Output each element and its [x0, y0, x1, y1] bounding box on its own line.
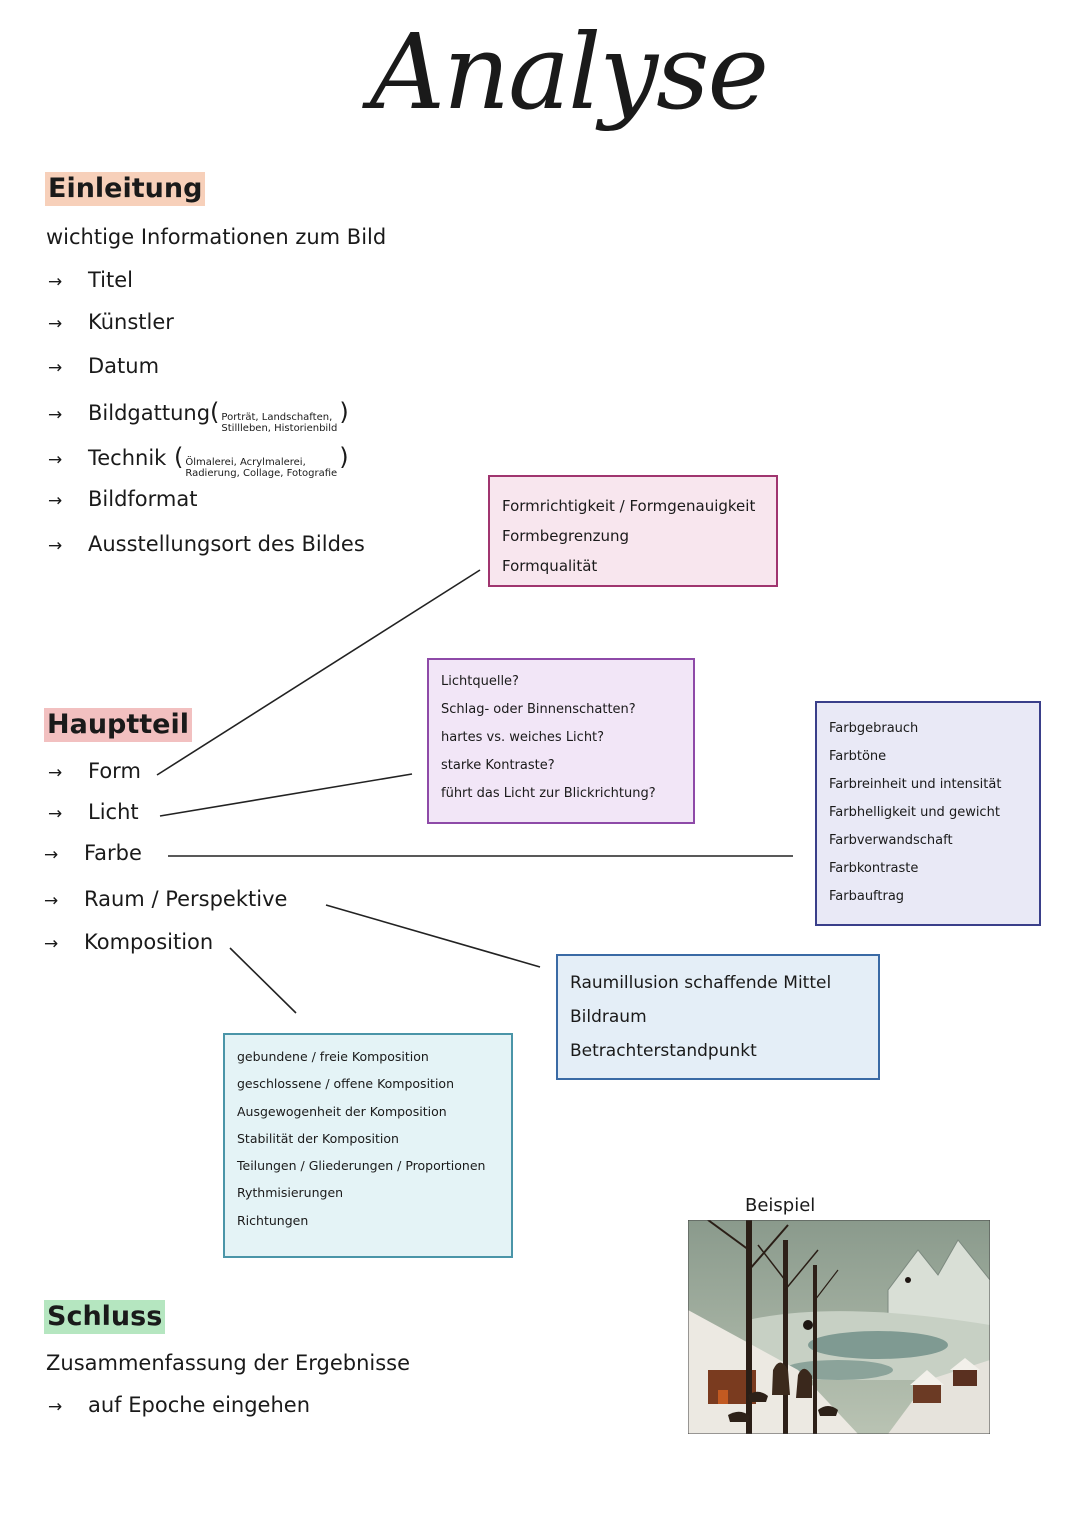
- list-item: → Raum / Perspektive: [44, 886, 287, 913]
- box-licht: Lichtquelle? Schlag- oder Binnenschatten…: [427, 658, 695, 824]
- list-item: → Technik ( Ölmalerei, Acrylmalerei, Rad…: [48, 443, 349, 479]
- item-label: Datum: [88, 354, 160, 378]
- heading-einleitung: Einleitung: [45, 172, 206, 206]
- arrow-icon: →: [48, 491, 63, 511]
- list-item: → Ausstellungsort des Bildes: [48, 531, 365, 558]
- item-label: Licht: [88, 800, 139, 824]
- connector-form: [156, 569, 481, 776]
- box-line: Bildraum: [570, 1007, 647, 1027]
- item-label: Titel: [88, 268, 134, 292]
- box-line: Richtungen: [237, 1212, 309, 1228]
- item-label: auf Epoche eingehen: [88, 1393, 310, 1417]
- item-label: Künstler: [88, 310, 174, 334]
- arrow-icon: →: [48, 450, 63, 470]
- list-item: → Form: [48, 758, 141, 785]
- box-line: geschlossene / offene Komposition: [237, 1076, 454, 1092]
- list-item: → Titel: [48, 267, 133, 294]
- item-label: Ausstellungsort des Bildes: [88, 532, 365, 556]
- arrow-icon: →: [48, 1397, 63, 1417]
- item-label: Technik: [88, 446, 167, 470]
- arrow-icon: →: [44, 934, 59, 954]
- box-line: Formrichtigkeit / Formgenauigkeit: [502, 497, 756, 515]
- box-line: führt das Licht zur Blickrichtung?: [441, 786, 656, 801]
- list-item: → Datum: [48, 353, 159, 380]
- box-line: Raumillusion schaffende Mittel: [570, 973, 832, 993]
- box-line: gebundene / freie Komposition: [237, 1049, 429, 1064]
- item-note: Porträt, Landschaften, Stillleben, Histo…: [221, 412, 338, 434]
- box-line: Schlag- oder Binnenschatten?: [441, 702, 636, 717]
- connector-licht: [159, 773, 413, 817]
- box-line: Ausgewogenheit der Komposition: [237, 1103, 447, 1119]
- connector-raum: [325, 904, 541, 968]
- schluss-intro: Zusammenfassung der Ergebnisse: [46, 1351, 411, 1375]
- arrow-icon: →: [48, 272, 63, 292]
- box-line: Farbauftrag: [829, 889, 905, 904]
- page-title: Analyse: [370, 11, 769, 133]
- box-komposition: gebundene / freie Komposition geschlosse…: [223, 1033, 513, 1258]
- item-label: Raum / Perspektive: [84, 887, 288, 911]
- box-line: Farbhelligkeit und gewicht: [829, 805, 1000, 820]
- box-line: Formbegrenzung: [502, 527, 630, 545]
- list-item: → Licht: [48, 799, 139, 826]
- arrow-icon: →: [48, 314, 63, 334]
- item-note: Ölmalerei, Acrylmalerei, Radierung, Coll…: [185, 457, 338, 479]
- list-item: → Komposition: [44, 929, 213, 956]
- list-item: → Bildformat: [48, 486, 197, 513]
- item-label: Komposition: [84, 930, 214, 954]
- box-farbe: Farbgebrauch Farbtöne Farbreinheit und i…: [815, 701, 1041, 926]
- box-line: Farbreinheit und intensität: [829, 777, 1002, 792]
- item-label: Bildformat: [88, 487, 198, 511]
- einleitung-intro: wichtige Informationen zum Bild: [46, 225, 387, 249]
- heading-schluss: Schluss: [44, 1300, 166, 1334]
- box-line: Farbkontraste: [829, 861, 919, 876]
- beispiel-label: Beispiel: [745, 1195, 816, 1216]
- arrow-icon: →: [48, 763, 63, 783]
- box-line: hartes vs. weiches Licht?: [441, 730, 605, 745]
- connector-komposition: [229, 947, 297, 1014]
- arrow-icon: →: [48, 536, 63, 556]
- box-line: Betrachterstandpunkt: [570, 1041, 757, 1061]
- box-line: starke Kontraste?: [441, 758, 555, 773]
- item-label: Bildgattung: [88, 401, 211, 425]
- box-form: Formrichtigkeit / Formgenauigkeit Formbe…: [488, 475, 778, 587]
- arrow-icon: →: [44, 891, 59, 911]
- box-line: Farbtöne: [829, 749, 887, 764]
- arrow-icon: →: [44, 845, 59, 865]
- box-line: Stabilität der Komposition: [237, 1130, 399, 1146]
- list-item: → Farbe: [44, 840, 142, 867]
- box-line: Teilungen / Gliederungen / Proportionen: [237, 1158, 486, 1174]
- box-line: Farbgebrauch: [829, 721, 919, 736]
- box-line: Rythmisierungen: [237, 1185, 344, 1201]
- box-line: Farbverwandschaft: [829, 833, 953, 848]
- box-raum: Raumillusion schaffende Mittel Bildraum …: [556, 954, 880, 1080]
- heading-hauptteil: Hauptteil: [44, 708, 193, 742]
- list-item: → Künstler: [48, 309, 174, 336]
- arrow-icon: →: [48, 804, 63, 824]
- item-label: Form: [88, 759, 141, 783]
- arrow-icon: →: [48, 405, 63, 425]
- item-label: Farbe: [84, 841, 142, 865]
- list-item: → auf Epoche eingehen: [48, 1392, 310, 1419]
- box-line: Lichtquelle?: [441, 674, 519, 689]
- arrow-icon: →: [48, 358, 63, 378]
- box-line: Formqualität: [502, 557, 598, 575]
- list-item: → Bildgattung ( Porträt, Landschaften, S…: [48, 398, 349, 434]
- example-painting: [688, 1220, 990, 1434]
